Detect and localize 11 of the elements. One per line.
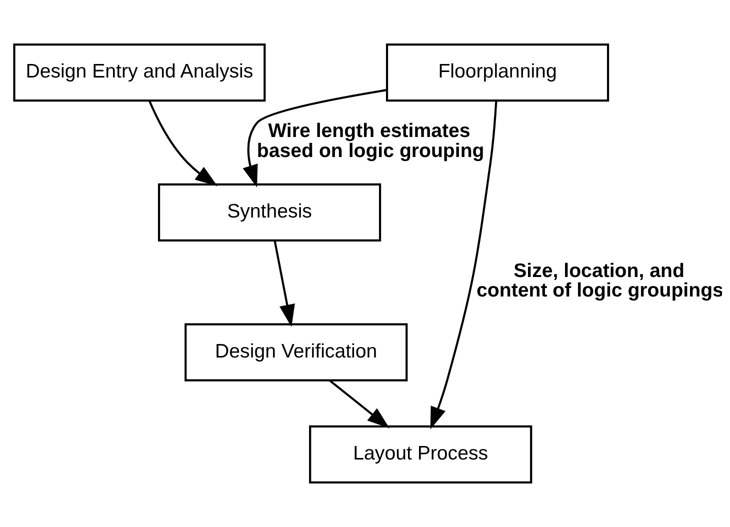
arrow (430, 100, 498, 430)
node-box: Floorplanning (386, 44, 610, 102)
node-box: Layout Process (309, 425, 532, 484)
node-box: Synthesis (158, 183, 382, 242)
edge-label: Wire length estimates based on logic grouping (256, 120, 484, 162)
arrow (148, 100, 218, 186)
arrow (274, 240, 295, 328)
arrow (328, 380, 390, 428)
node-box: Design Entry and Analysis (13, 44, 266, 102)
node-box: Design Verification (184, 323, 408, 382)
arrow (242, 89, 387, 188)
